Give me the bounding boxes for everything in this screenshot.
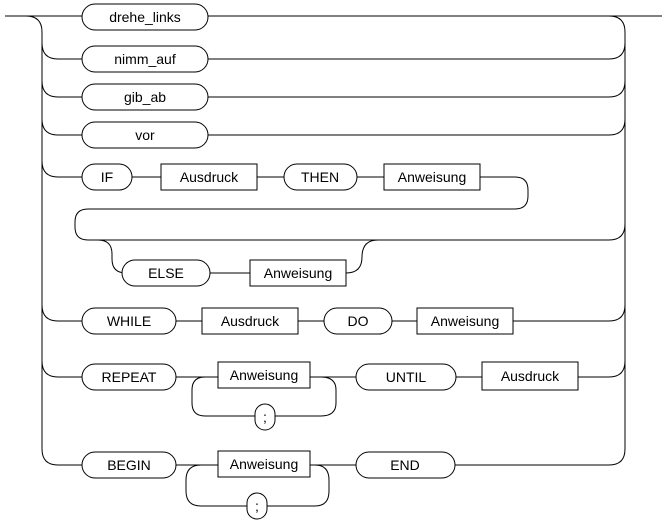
nonterminal-anweisung: Anweisung (416, 307, 514, 335)
terminal-then: THEN (283, 163, 358, 191)
terminal-label: ; (263, 409, 267, 425)
terminal-label: ELSE (148, 265, 184, 281)
terminal-label: vor (135, 127, 155, 143)
terminal-else: ELSE (121, 259, 211, 287)
terminal-label: UNTIL (386, 369, 427, 385)
terminal-until: UNTIL (355, 363, 457, 391)
terminal-label: BEGIN (107, 457, 151, 473)
nonterminal-label: Anweisung (230, 456, 299, 472)
nonterminal-label: Anweisung (264, 265, 333, 281)
terminal-nimm-auf: nimm_auf (81, 45, 209, 73)
nonterminal-label: Anweisung (230, 367, 299, 383)
terminal-end: END (355, 451, 456, 479)
terminal-label: gib_ab (124, 89, 166, 105)
nonterminal-ausdruck: Ausdruck (481, 361, 579, 391)
nonterminal-label: Anweisung (431, 313, 500, 329)
terminal-do: DO (323, 307, 393, 335)
terminal-label: END (390, 457, 420, 473)
diagram-lines (5, 15, 662, 507)
terminal-label: WHILE (107, 313, 151, 329)
nonterminal-anweisung: Anweisung (217, 450, 311, 478)
terminal-while: WHILE (81, 307, 177, 335)
terminal-label: drehe_links (109, 9, 181, 25)
nonterminal-ausdruck: Ausdruck (201, 307, 299, 335)
terminal-label: THEN (301, 169, 339, 185)
nonterminal-label: Ausdruck (221, 313, 280, 329)
nonterminal-label: Anweisung (398, 169, 467, 185)
terminal-if: IF (81, 163, 133, 191)
nonterminal-label: Ausdruck (180, 169, 239, 185)
terminal-label: REPEAT (102, 369, 157, 385)
terminal-label: DO (348, 313, 369, 329)
terminal-semicolon: ; (254, 403, 276, 431)
nonterminal-ausdruck: Ausdruck (160, 163, 258, 191)
terminal-begin: BEGIN (81, 451, 177, 479)
terminal-vor: vor (81, 121, 209, 149)
nonterminal-label: Ausdruck (501, 368, 560, 384)
terminal-label: ; (255, 498, 259, 514)
terminal-drehe-links: drehe_links (81, 3, 209, 31)
nonterminal-anweisung: Anweisung (383, 163, 481, 191)
terminal-label: nimm_auf (114, 51, 176, 67)
terminal-gib-ab: gib_ab (81, 83, 209, 111)
nonterminal-anweisung: Anweisung (249, 259, 347, 287)
terminal-label: IF (101, 169, 113, 185)
terminal-semicolon: ; (246, 492, 268, 520)
nonterminal-anweisung: Anweisung (217, 361, 311, 389)
terminal-repeat: REPEAT (81, 363, 177, 391)
